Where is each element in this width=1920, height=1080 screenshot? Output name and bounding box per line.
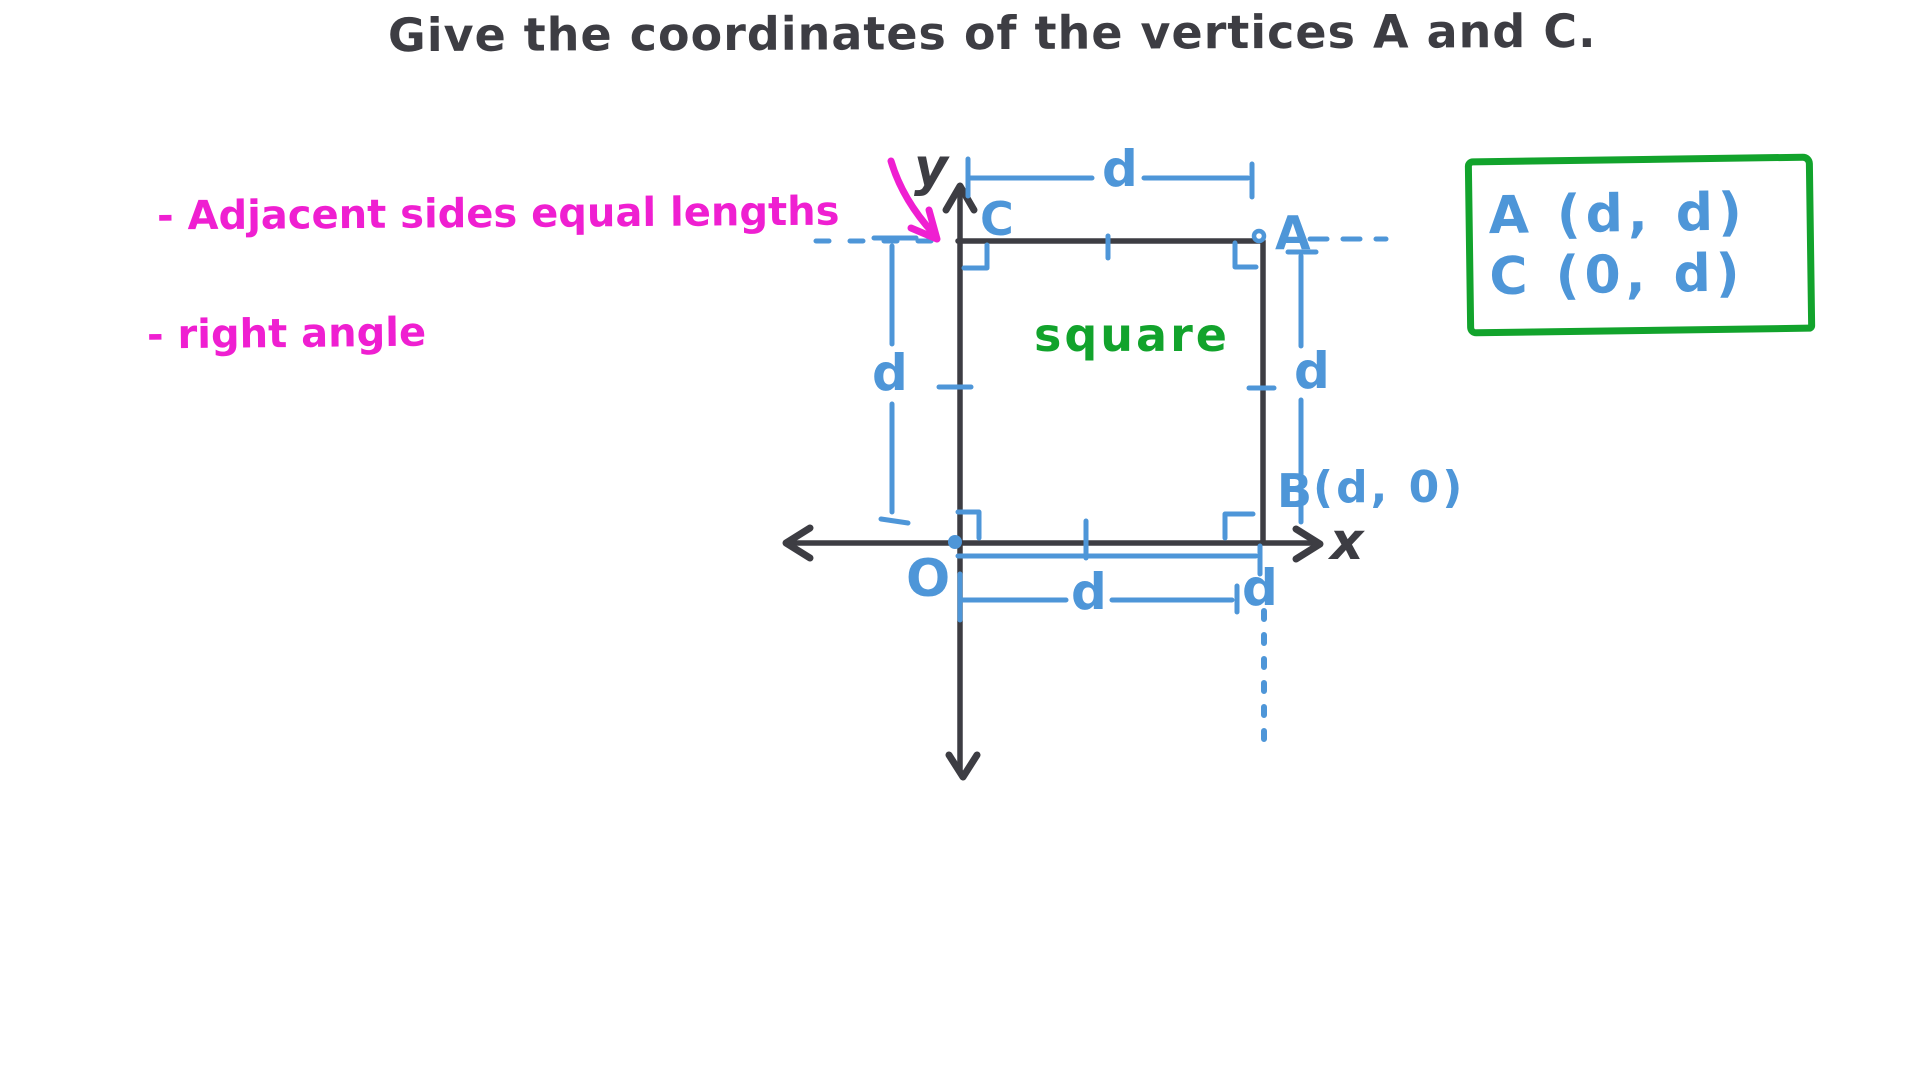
shape-name-label: square (1034, 308, 1230, 362)
y-axis-label: y (914, 138, 948, 198)
question-title: Give the coordinates of the vertices A a… (387, 3, 1597, 63)
answer-vertex-c: C (0, d) (1489, 243, 1745, 308)
y-axis-up-arrow-icon (942, 182, 978, 214)
answer-box: A (d, d) C (0, d) (1464, 153, 1816, 337)
right-angle-mark-top-right (1232, 240, 1259, 270)
dimension-annotations-group (813, 156, 1389, 747)
note-right-angle: - right angle (146, 309, 427, 359)
right-angle-mark-bottom-right (1222, 511, 1256, 541)
note-adjacent-sides: - Adjacent sides equal lengths (156, 188, 840, 240)
x-axis-left-arrow-icon (782, 524, 814, 562)
vertex-a-label: A (1275, 206, 1311, 260)
vertex-a-point-dot (1251, 228, 1267, 244)
top-dimension-ticks (965, 156, 1255, 200)
axes-group (782, 182, 1324, 781)
vertex-c-label: C (980, 192, 1014, 246)
pink-arrow-shaft (887, 157, 937, 237)
vertex-b-coordinates: (d, 0) (1313, 462, 1466, 513)
y-axis-down-arrow-icon (945, 751, 981, 781)
dimension-label-top: d (1102, 140, 1138, 198)
dimension-label-bottom-offset: d (1242, 559, 1278, 617)
left-dimension-ticks (871, 235, 919, 526)
right-angle-mark-origin (955, 509, 982, 541)
answer-vertex-a: A (d, d) (1488, 182, 1748, 247)
square-outline (955, 238, 1266, 544)
vertex-b-label: B (1277, 464, 1313, 518)
bottom-dimension-line-2 (957, 571, 1240, 623)
origin-label: O (906, 549, 951, 609)
x-axis-label: x (1330, 512, 1364, 572)
x-axis-right-arrow-icon (1292, 525, 1324, 563)
bottom-dimension-line-1 (955, 543, 1263, 577)
dimension-label-right: d (1294, 342, 1330, 400)
dimension-label-left: d (872, 344, 908, 402)
right-angle-mark-top-left (961, 242, 990, 271)
pink-arrow-head-icon (907, 206, 941, 243)
pink-annotation-arrow (887, 157, 941, 243)
origin-point-dot (948, 535, 962, 549)
dimension-label-bottom: d (1071, 563, 1107, 621)
